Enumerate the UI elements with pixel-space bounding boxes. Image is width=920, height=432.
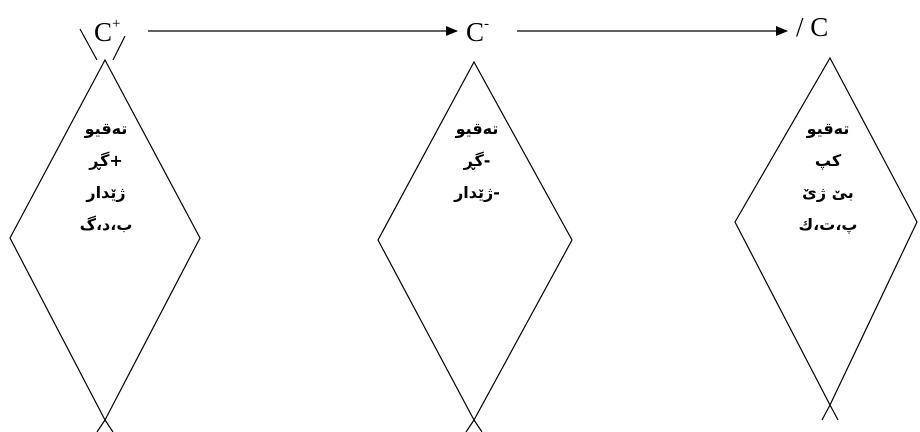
feature-1-line-3: ژێدار: [86, 183, 126, 202]
feature-3-line-3: بێ ژێ: [802, 183, 854, 202]
node-label-3-base: / C: [796, 12, 829, 42]
node-label-2-base: C: [466, 17, 485, 47]
node-label-2-sup: -: [484, 16, 490, 32]
node-label-2: C-: [466, 11, 489, 48]
feature-2-line-2: -گڕ: [463, 151, 491, 170]
diamond-2-tail-left: [465, 419, 475, 432]
diamond-2-tail-right: [473, 419, 483, 432]
feature-3-line-1: تەقيو: [806, 119, 850, 138]
feature-list-1: تەقيو +گڕ ژێدار ب،د،گ: [56, 113, 156, 241]
diamond-1-tail-right: [104, 419, 114, 432]
feature-3-line-4: پ،ت،ك: [798, 215, 858, 234]
node-label-3: / C: [796, 11, 828, 43]
diamond-1-stem-left: [79, 28, 98, 61]
node-label-1: C+: [94, 11, 120, 48]
diamond-3-tail-right: [829, 404, 839, 421]
feature-1-line-2: +گڕ: [89, 151, 123, 170]
diamond-3-tail-left: [821, 404, 831, 421]
node-label-1-base: C: [94, 17, 113, 47]
feature-2-line-3: -ژێدار: [454, 183, 500, 202]
feature-3-line-2: كپ: [814, 151, 842, 170]
feature-list-2: تەقيو -گڕ -ژێدار: [427, 113, 527, 209]
feature-1-line-1: تەقيو: [84, 119, 128, 138]
feature-1-line-4: ب،د،گ: [79, 215, 133, 234]
feature-list-3: تەقيو كپ بێ ژێ پ،ت،ك: [778, 113, 878, 241]
node-label-1-sup: +: [112, 16, 121, 32]
feature-2-line-1: تەقيو: [455, 119, 499, 138]
diamond-1-tail-left: [96, 419, 106, 432]
diamond-1-stem-right: [112, 35, 126, 61]
